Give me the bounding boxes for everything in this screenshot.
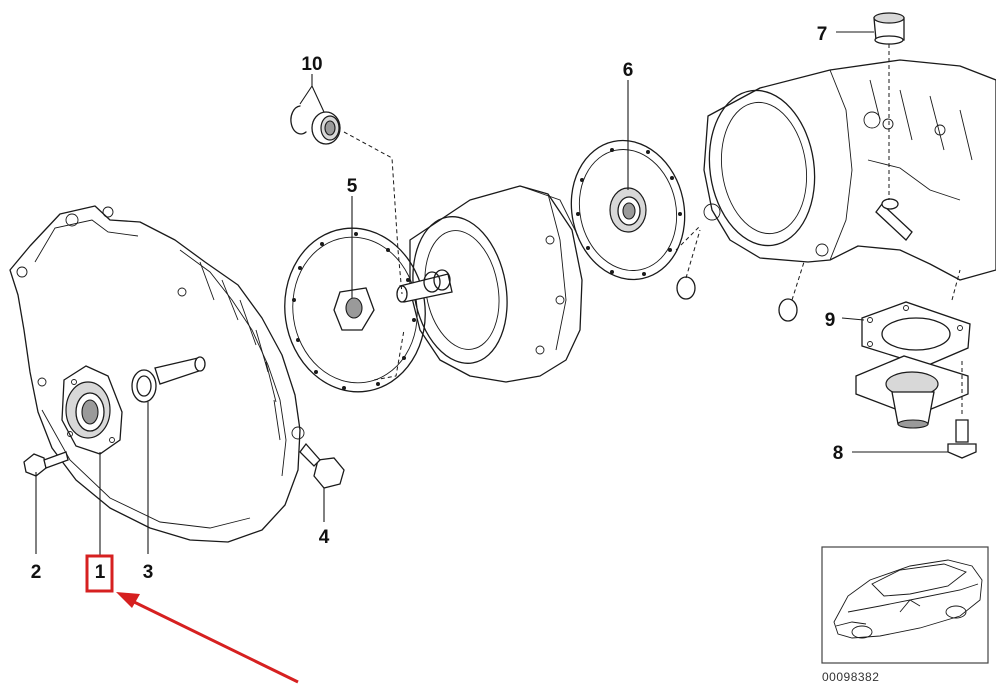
callout-6: 6: [623, 60, 634, 81]
highlight-annotation: [85, 554, 299, 684]
callout-10: 10: [301, 54, 322, 75]
part-6-gasket-seal: [570, 139, 686, 281]
callout-7: 7: [817, 24, 828, 45]
callout-8: 8: [833, 443, 844, 464]
adapter-flange: [855, 355, 969, 429]
highlight-arrow-shaft: [129, 598, 299, 684]
callout-9: 9: [825, 310, 836, 331]
part-4-bolt: [299, 442, 345, 489]
part-2-bolt: [23, 451, 69, 477]
thumbnail-reference-number: 00098382: [822, 670, 879, 684]
callout-3: 3: [143, 562, 154, 583]
car-outline: [833, 559, 983, 639]
callout-1: 1: [95, 562, 106, 583]
part-10-circlip-bushing: [290, 105, 341, 145]
transmission-case: [703, 59, 996, 281]
part-3-o-ring: [131, 369, 157, 403]
thumbnail-frame: [821, 546, 989, 664]
part-5-gasket: [284, 227, 426, 393]
assembly-lines: [343, 44, 963, 414]
highlight-box: [85, 554, 114, 593]
part-1-seal-flange: [61, 365, 123, 455]
callout-labels: 1 2 3 4 5 6 7 8 9 10: [31, 24, 844, 583]
part-8-bolt: [947, 419, 977, 459]
o-ring-small-right: [778, 298, 798, 322]
part-7-plug: [873, 12, 905, 45]
callout-4: 4: [319, 527, 330, 548]
leader-lines: [35, 31, 948, 556]
part-9-gasket: [861, 301, 971, 367]
o-ring-small-left: [676, 276, 696, 300]
oil-pump-housing: [396, 185, 583, 383]
vehicle-thumbnail: 00098382: [821, 546, 989, 684]
callout-2: 2: [31, 562, 42, 583]
bell-housing: [9, 205, 305, 543]
callout-5: 5: [347, 176, 358, 197]
highlight-arrow-head: [116, 592, 140, 608]
